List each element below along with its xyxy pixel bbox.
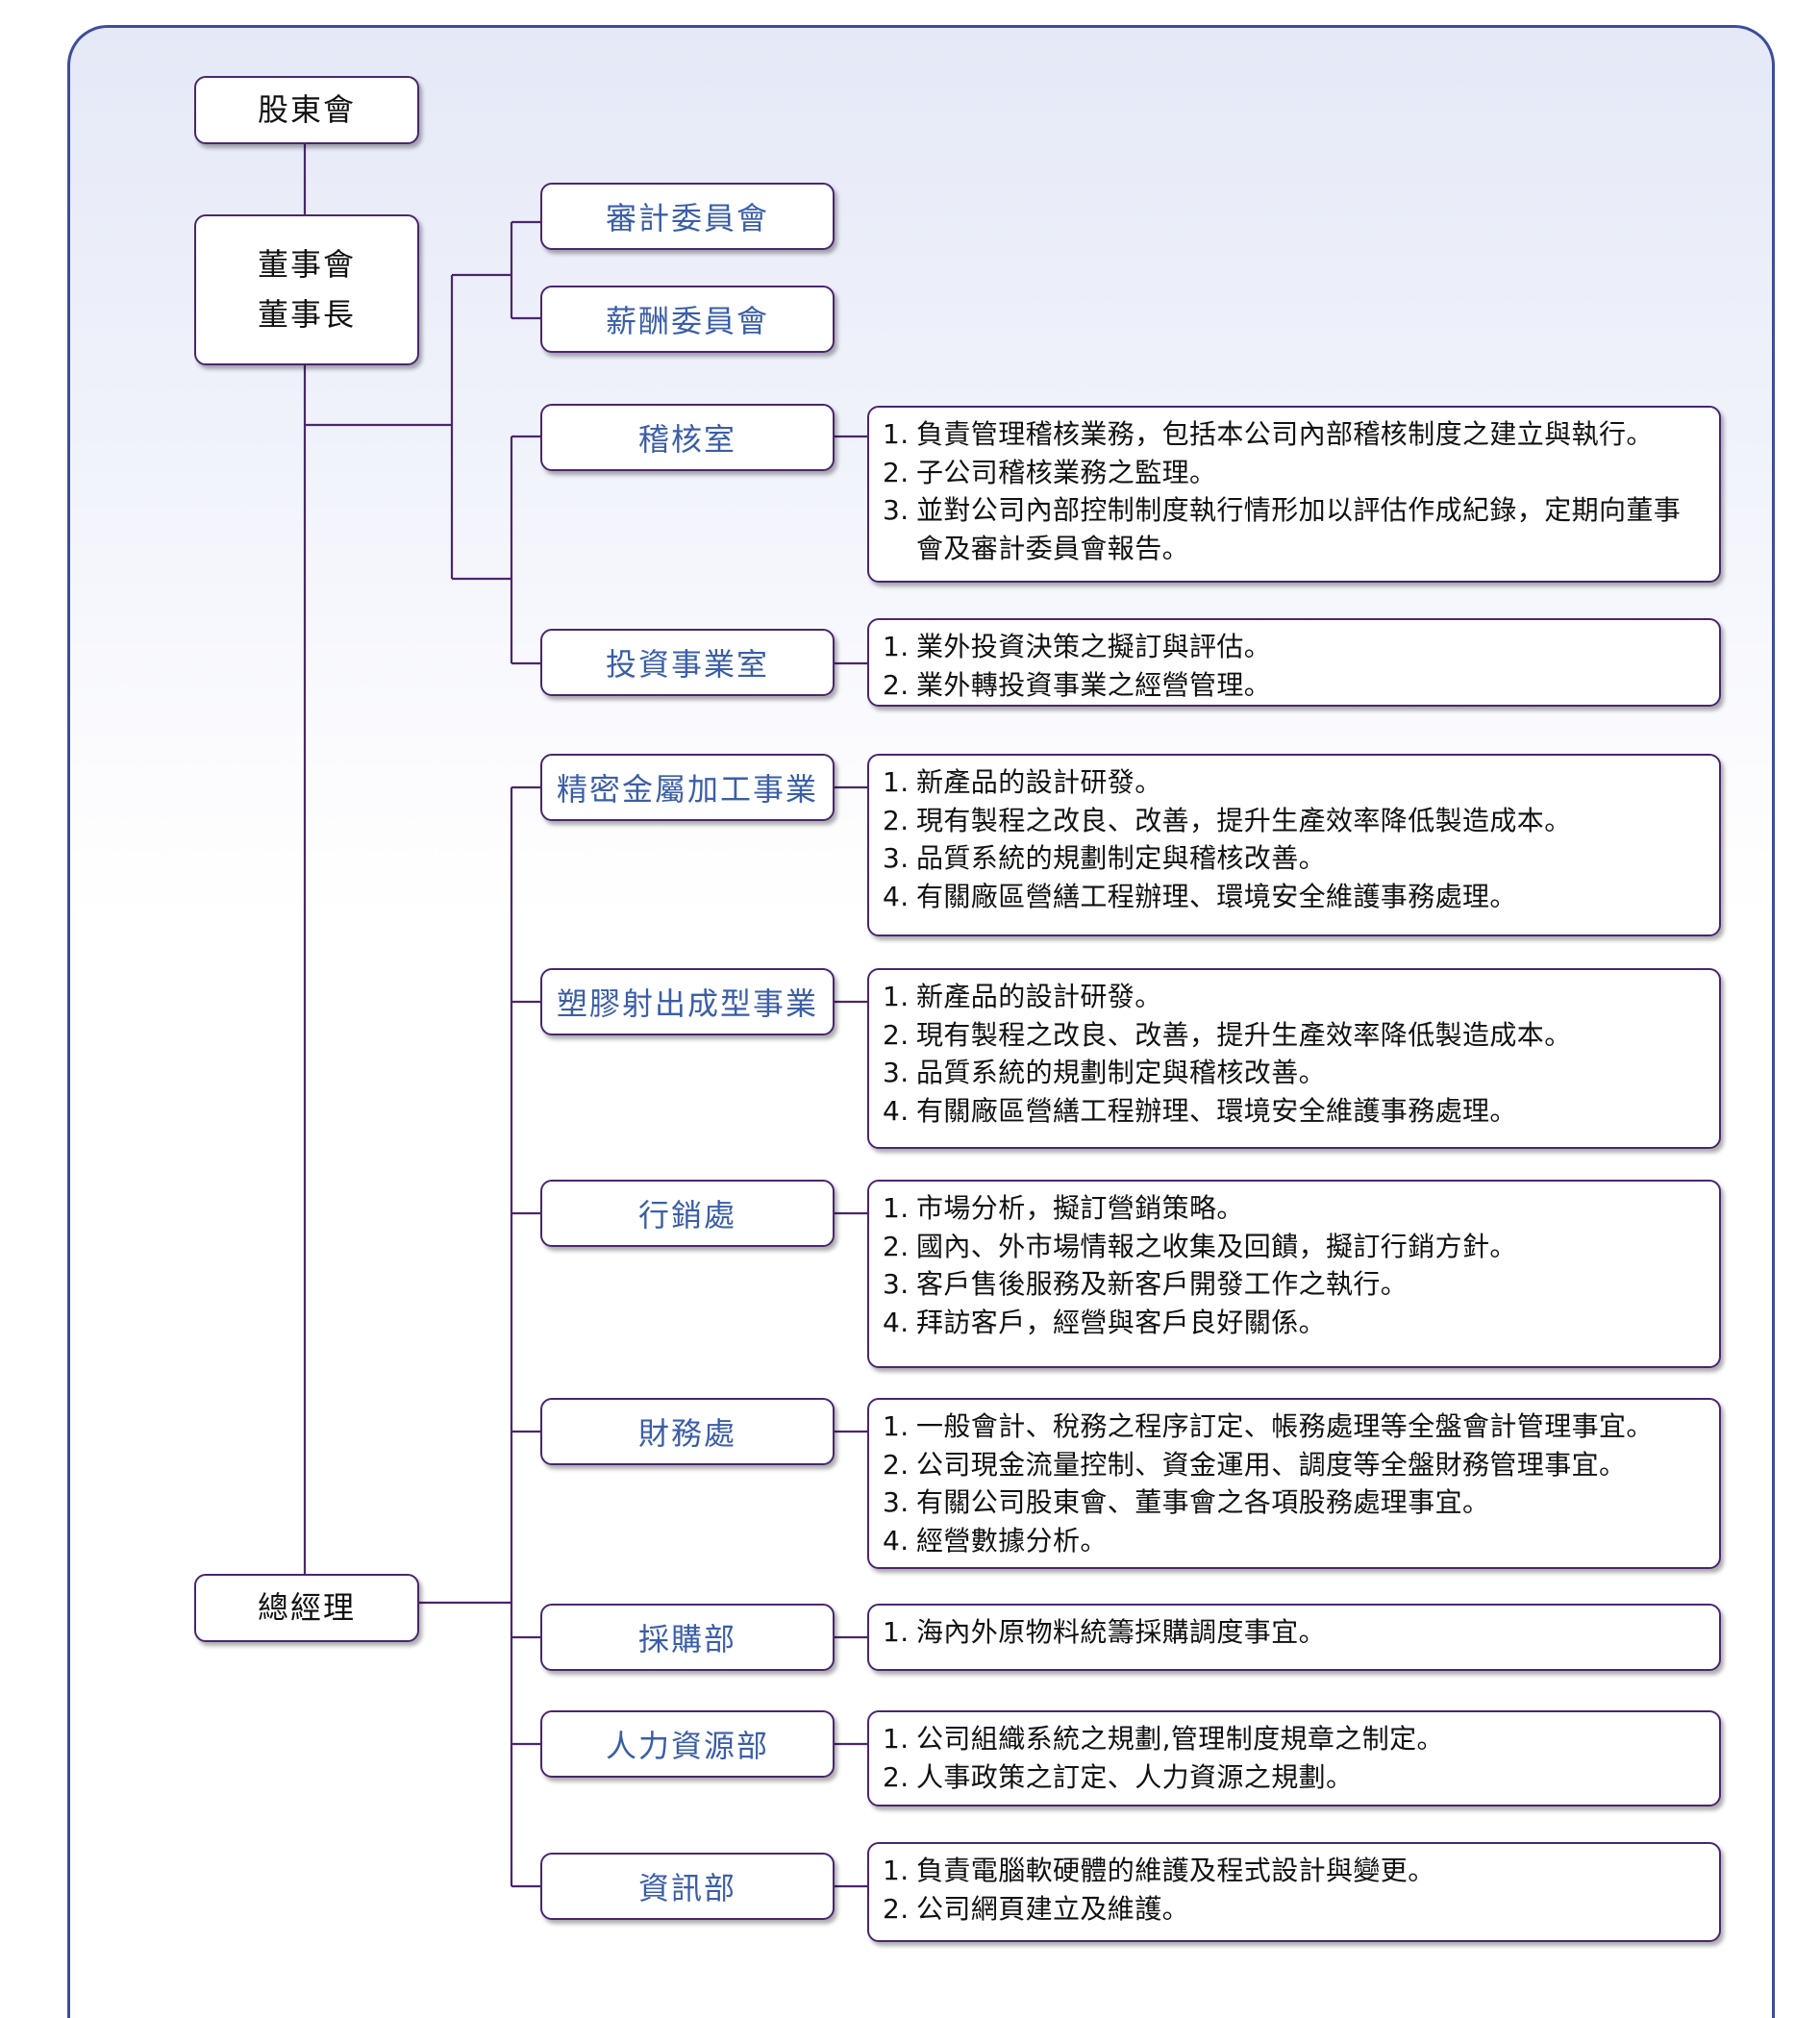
duty-item: 2.子公司稽核業務之監理。 xyxy=(883,456,1217,488)
committee-label: 薪酬委員會 xyxy=(605,303,769,339)
dept-label: 投資事業室 xyxy=(605,646,769,683)
dept-label: 財務處 xyxy=(637,1415,736,1452)
board-box: 董事會 董事長 xyxy=(194,214,419,365)
duty-item: 2.國內、外市場情報之收集及回饋，擬訂行銷方針。 xyxy=(883,1230,1517,1262)
dept-label: 資訊部 xyxy=(637,1870,736,1906)
duty-box-procurement: 1.海內外原物料統籌採購調度事宜。 xyxy=(867,1604,1721,1671)
duty-item: 4.有關廠區營繕工程辦理、環境安全維護事務處理。 xyxy=(883,1094,1517,1127)
duty-item: 3.有關公司股東會、董事會之各項股務處理事宜。 xyxy=(883,1486,1490,1518)
duty-item: 2.業外轉投資事業之經營管理。 xyxy=(883,668,1272,701)
duty-item: 2.現有製程之改良、改善，提升生產效率降低製造成本。 xyxy=(883,1018,1572,1051)
duty-item: 1.業外投資決策之擬訂與評估。 xyxy=(883,631,1272,662)
duty-box-finance: 1.一般會計、稅務之程序訂定、帳務處理等全盤會計管理事宜。 2.公司現金流量控制… xyxy=(867,1398,1721,1569)
duty-item: 4.拜訪客戶，經營與客戶良好關係。 xyxy=(883,1306,1327,1338)
audit-committee-box: 審計委員會 xyxy=(540,183,835,250)
dept-label: 行銷處 xyxy=(637,1197,736,1233)
dept-box-investment-office: 投資事業室 xyxy=(540,629,835,696)
duty-item: 1.一般會計、稅務之程序訂定、帳務處理等全盤會計管理事宜。 xyxy=(883,1410,1654,1442)
duty-item: 2.公司網頁建立及維護。 xyxy=(883,1892,1190,1925)
chairman-label: 董事長 xyxy=(257,295,356,333)
general-manager-label: 總經理 xyxy=(257,1588,356,1626)
dept-box-marketing: 行銷處 xyxy=(540,1180,835,1247)
shareholders-label: 股東會 xyxy=(257,90,356,128)
duty-item: 3.品質系統的規劃制定與稽核改善。 xyxy=(883,1057,1327,1088)
dept-box-plastic-injection: 塑膠射出成型事業 xyxy=(540,968,835,1035)
dept-box-finance: 財務處 xyxy=(540,1398,835,1465)
dept-box-human-resources: 人力資源部 xyxy=(540,1710,835,1778)
duty-item: 2.公司現金流量控制、資金運用、調度等全盤財務管理事宜。 xyxy=(883,1448,1627,1481)
dept-label: 稽核室 xyxy=(637,421,736,458)
shareholders-box: 股東會 xyxy=(194,76,419,144)
duty-box-human-resources: 1.公司組織系統之規劃,管理制度規章之制定。 2.人事政策之訂定、人力資源之規劃… xyxy=(867,1710,1721,1806)
duty-item: 3.品質系統的規劃制定與稽核改善。 xyxy=(883,842,1327,874)
dept-label: 精密金屬加工事業 xyxy=(556,771,818,808)
duty-box-investment-office: 1.業外投資決策之擬訂與評估。 2.業外轉投資事業之經營管理。 xyxy=(867,618,1721,707)
dept-box-precision-metal: 精密金屬加工事業 xyxy=(540,754,835,821)
duty-box-audit-office: 1.負責管理稽核業務，包括本公司內部稽核制度之建立與執行。 2.子公司稽核業務之… xyxy=(867,406,1721,583)
duty-box-information: 1.負責電腦軟硬體的維護及程式設計與變更。 2.公司網頁建立及維護。 xyxy=(867,1842,1721,1942)
duty-item: 2.人事政策之訂定、人力資源之規劃。 xyxy=(883,1760,1354,1793)
duty-item: 3.客戶售後服務及新客戶開發工作之執行。 xyxy=(883,1268,1409,1300)
duty-item: 1.新產品的設計研發。 xyxy=(883,766,1162,798)
duty-item: 1.負責管理稽核業務，包括本公司內部稽核制度之建立與執行。 xyxy=(883,418,1654,450)
duty-item: 1.負責電腦軟硬體的維護及程式設計與變更。 xyxy=(883,1855,1435,1886)
dept-label: 採購部 xyxy=(637,1621,736,1657)
compensation-committee-box: 薪酬委員會 xyxy=(540,286,835,353)
committee-label: 審計委員會 xyxy=(605,200,769,237)
dept-label: 人力資源部 xyxy=(605,1728,769,1764)
general-manager-box: 總經理 xyxy=(194,1574,419,1642)
duty-item: 1.新產品的設計研發。 xyxy=(883,981,1162,1012)
duty-box-plastic-injection: 1.新產品的設計研發。 2.現有製程之改良、改善，提升生產效率降低製造成本。 3… xyxy=(867,968,1721,1149)
duty-item: 4.經營數據分析。 xyxy=(883,1524,1108,1557)
duty-item: 1.海內外原物料統籌採購調度事宜。 xyxy=(883,1616,1327,1648)
duty-item: 4.有關廠區營繕工程辦理、環境安全維護事務處理。 xyxy=(883,880,1517,912)
duty-item: 3.並對公司內部控制制度執行情形加以評估作成紀錄，定期向董事會及審計委員會報告。 xyxy=(883,494,1682,564)
dept-box-procurement: 採購部 xyxy=(540,1604,835,1671)
duty-item: 2.現有製程之改良、改善，提升生產效率降低製造成本。 xyxy=(883,804,1572,836)
duty-box-precision-metal: 1.新產品的設計研發。 2.現有製程之改良、改善，提升生產效率降低製造成本。 3… xyxy=(867,754,1721,936)
duty-item: 1.公司組織系統之規劃,管理制度規章之制定。 xyxy=(883,1723,1444,1755)
duty-item: 1.市場分析，擬訂營銷策略。 xyxy=(883,1192,1244,1224)
board-label: 董事會 xyxy=(257,246,356,284)
dept-label: 塑膠射出成型事業 xyxy=(556,985,818,1022)
duty-box-marketing: 1.市場分析，擬訂營銷策略。 2.國內、外市場情報之收集及回饋，擬訂行銷方針。 … xyxy=(867,1180,1721,1368)
dept-box-information: 資訊部 xyxy=(540,1853,835,1920)
dept-box-audit-office: 稽核室 xyxy=(540,404,835,471)
